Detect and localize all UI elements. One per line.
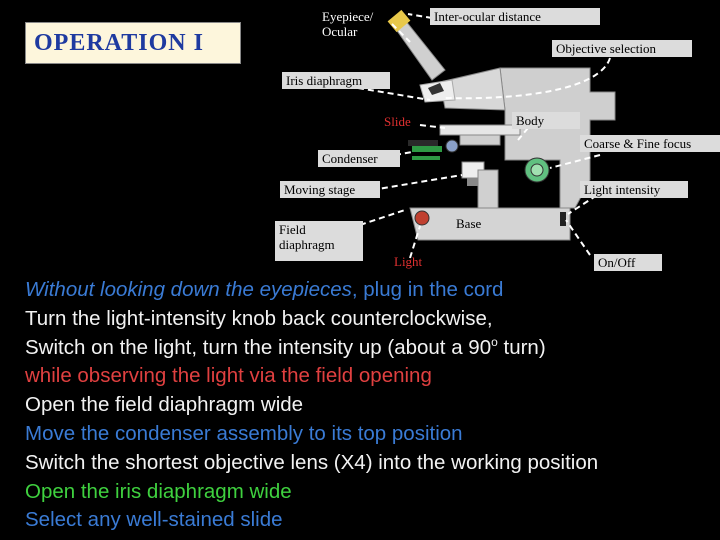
- label-slide: Slide: [384, 114, 411, 129]
- eyepiece-tube: [394, 19, 446, 81]
- step-item: while observing the light via the field …: [25, 364, 432, 388]
- objective-lens: [428, 83, 444, 95]
- label-condenser: Condenser: [318, 150, 400, 167]
- fine-focus-knob-icon: [530, 163, 544, 177]
- stage: [439, 124, 521, 136]
- microscope-arm: [499, 67, 616, 209]
- label-base: Base: [456, 216, 482, 231]
- step-item: Open the iris diaphragm wide: [25, 479, 292, 503]
- label-body: Body: [512, 112, 580, 129]
- step-item: Move the condenser assembly to its top p…: [25, 421, 463, 445]
- pillar: [477, 169, 499, 211]
- condenser-ring: [412, 146, 442, 152]
- stage-control-knob: [467, 178, 479, 186]
- light-icon: [414, 210, 430, 226]
- label-on-off: On/Off: [594, 254, 662, 271]
- operation-steps: Without looking down the eyepieces, plug…: [25, 276, 598, 535]
- label-iris-diaphragm: Iris diaphragm: [282, 72, 390, 89]
- label-eyepiece: Eyepiece/ Ocular: [322, 9, 374, 39]
- microscope-diagram: [357, 9, 616, 259]
- label-light: Light: [394, 254, 423, 269]
- label-inter-ocular: Inter-ocular distance: [430, 8, 600, 25]
- base-block: [409, 207, 571, 241]
- condenser-lever: [412, 156, 440, 160]
- condenser-knob: [445, 139, 459, 153]
- label-moving-stage: Moving stage: [280, 181, 380, 198]
- step-item: Select any well-stained slide: [25, 508, 283, 532]
- page-title: OPERATION I: [34, 29, 204, 56]
- step-item: Switch on the light, turn the intensity …: [25, 334, 546, 359]
- step-item: Turn the light-intensity knob back count…: [25, 306, 493, 330]
- label-field-diaphragm: Field diaphragm: [275, 221, 363, 261]
- stage-support: [459, 134, 501, 146]
- title-box: OPERATION I: [25, 22, 241, 64]
- step-item: Without looking down the eyepieces, plug…: [25, 278, 504, 301]
- power-switch-icon: [560, 212, 566, 226]
- condenser-top: [408, 140, 438, 146]
- label-light-intensity: Light intensity: [580, 181, 688, 198]
- label-objective-selection: Objective selection: [552, 40, 692, 57]
- step-item: Open the field diaphragm wide: [25, 393, 304, 417]
- step-item: Switch the shortest objective lens (X4) …: [25, 450, 599, 474]
- label-coarse-fine-focus: Coarse & Fine focus: [580, 135, 720, 152]
